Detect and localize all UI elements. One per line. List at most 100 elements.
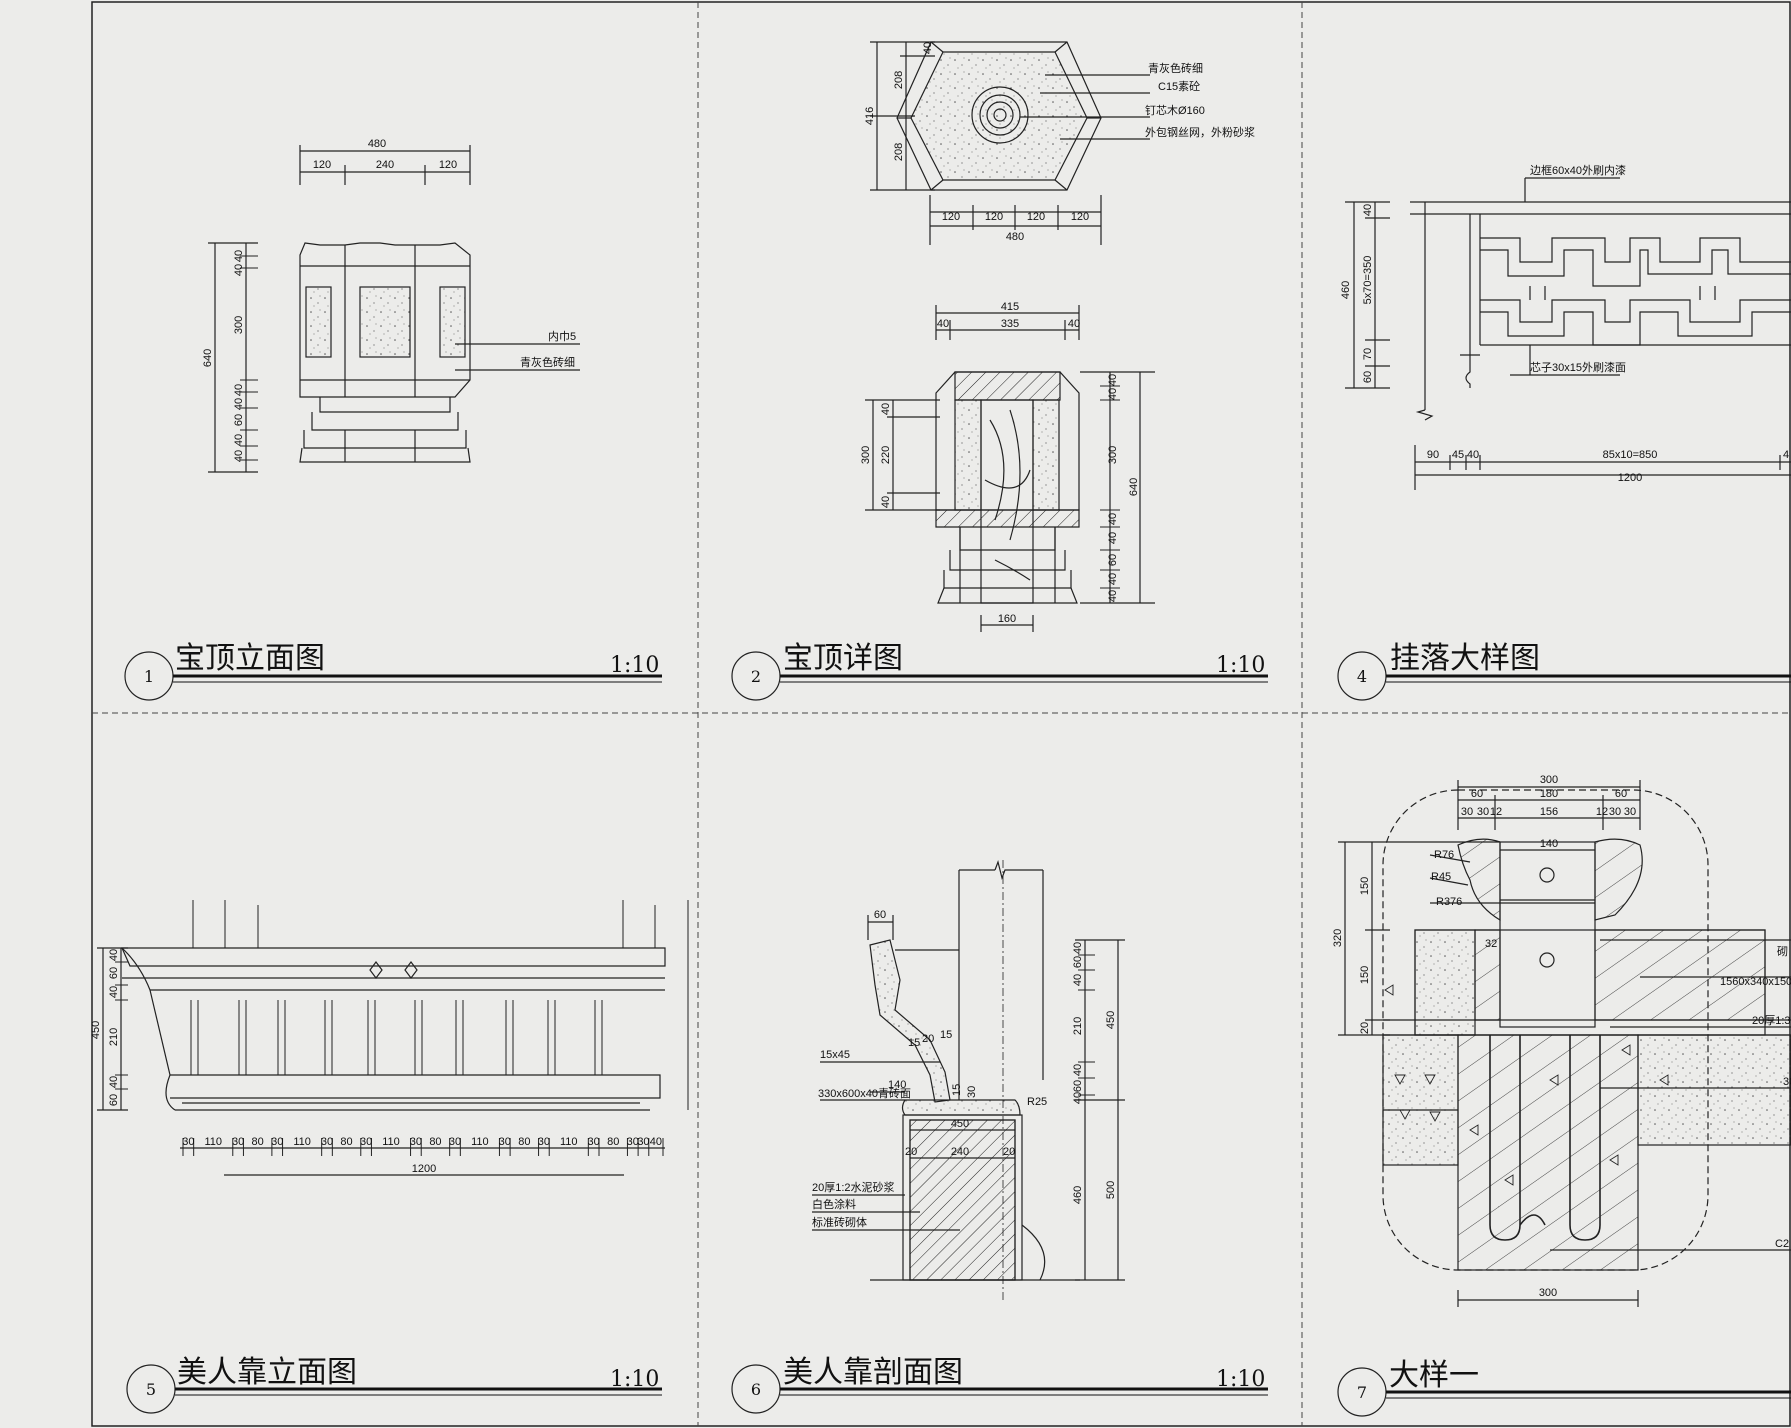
p1-dim: 40 — [233, 450, 245, 462]
panel-title: 挂落大样图 — [1390, 641, 1540, 676]
p6-dim: R25 — [1027, 1096, 1047, 1108]
title-block-1: 1 宝顶立面图 1:10 — [124, 641, 662, 701]
panel-6-drawing — [812, 859, 1125, 1300]
p1-dim: 240 — [376, 159, 394, 171]
p5-dim: 40 — [650, 1136, 662, 1148]
p5-dim: 80 — [518, 1136, 530, 1148]
p2-dim: 416 — [864, 107, 876, 125]
p6-dim: 40 — [1072, 1064, 1084, 1076]
p5-dim: 30 — [182, 1136, 194, 1148]
title-block-2: 2 宝顶详图 1:10 — [731, 641, 1268, 701]
p5-dim: 60 — [108, 1094, 120, 1106]
p5-dim: 30 — [271, 1136, 283, 1148]
p4-dim: 90 — [1427, 449, 1439, 461]
p6-note: 330x600x40青砖面 — [818, 1086, 911, 1100]
p7-dim: 20 — [1359, 1022, 1371, 1034]
p2-dim: 120 — [1027, 211, 1045, 223]
p6-dim: 15 — [908, 1037, 920, 1049]
p6-note: 白色涂料 — [812, 1197, 856, 1211]
panel-6-labels: 60 15x45 15 20 15 140 15 30 R25 450 240 … — [812, 909, 1117, 1229]
p6-dim: 500 — [1105, 1181, 1117, 1199]
p4-note: 边框60x40外刷内漆 — [1530, 163, 1626, 177]
p2-dim: 40 — [1107, 374, 1119, 386]
panel-title: 大样一 — [1389, 1358, 1479, 1393]
p7-dim: 12 — [1490, 806, 1502, 818]
panel-title: 美人靠立面图 — [177, 1355, 357, 1390]
p2-dim: 220 — [880, 446, 892, 464]
p1-dim: 120 — [439, 159, 457, 171]
p7-dim: 60 — [1615, 788, 1627, 800]
p2-dim: 40 — [1107, 590, 1119, 602]
p7-dim: 150 — [1359, 966, 1371, 984]
p4-dim: 460 — [1340, 281, 1352, 299]
p2-dim: 160 — [998, 613, 1016, 625]
p4-dim: 5x70=350 — [1362, 256, 1374, 305]
p7-note: 30 — [1783, 1076, 1791, 1088]
p2-dim: 120 — [942, 211, 960, 223]
p2-dim: 40 — [880, 496, 892, 508]
p4-note: 芯子30x15外刷漆面 — [1530, 360, 1626, 374]
panel-1-drawing — [208, 145, 580, 473]
p7-dim: 300 — [1540, 774, 1558, 786]
p5-dim: 30 — [360, 1136, 372, 1148]
p7-note: 1560x340x150 — [1720, 976, 1791, 988]
p5-dim: 30 — [637, 1136, 649, 1148]
p1-note: 青灰色砖细 — [520, 355, 575, 369]
p2-dim: 300 — [860, 446, 872, 464]
p5-dim: 30 — [449, 1136, 461, 1148]
p7-radius: R376 — [1436, 896, 1462, 908]
p6-dim: 140 — [888, 1079, 906, 1091]
p6-note: 标准砖砌体 — [812, 1215, 867, 1229]
p5-dim: 40 — [108, 1076, 120, 1088]
p6-dim: 60 — [1072, 1080, 1084, 1092]
p7-note: C2 — [1775, 1238, 1789, 1250]
p4-dim: 60 — [1362, 371, 1374, 383]
p5-dim: 30 — [538, 1136, 550, 1148]
panel-number: 4 — [1357, 667, 1367, 686]
p7-dim: 300 — [1539, 1287, 1557, 1299]
panel-5-drawing — [97, 900, 689, 1176]
p7-dim: 30 — [1609, 806, 1621, 818]
p6-dim: 15 — [940, 1029, 952, 1041]
p6-dim: 210 — [1072, 1017, 1084, 1035]
p2-dim: 120 — [985, 211, 1003, 223]
sheet-frame — [91, 1, 1791, 1427]
p2-dim-total: 480 — [1006, 231, 1024, 243]
p2-dim: 40 — [1107, 573, 1119, 585]
p6-dim: 20 — [1003, 1146, 1015, 1158]
p1-dim: 40 — [233, 250, 245, 262]
panel-number: 7 — [1357, 1383, 1367, 1402]
p7-dim: 320 — [1332, 929, 1344, 947]
p7-radius: R45 — [1431, 871, 1451, 883]
p5-dim: 30 — [627, 1136, 639, 1148]
p4-dim: 40 — [1467, 449, 1479, 461]
p7-radius: R76 — [1434, 849, 1454, 861]
panel-5-bottom-ticks — [182, 1138, 664, 1156]
p6-dim: 40 — [1072, 942, 1084, 954]
p7-dim: 150 — [1359, 877, 1371, 895]
p5-dim: 30 — [499, 1136, 511, 1148]
p5-dim: 30 — [410, 1136, 422, 1148]
title-block-5: 5 美人靠立面图 1:10 — [126, 1355, 662, 1414]
panel-number: 2 — [751, 667, 761, 686]
p7-dim: 180 — [1540, 788, 1558, 800]
panel-2-drawing — [865, 41, 1155, 632]
p4-dim: 85x10=850 — [1603, 449, 1658, 461]
p6-dim: 240 — [951, 1146, 969, 1158]
panel-number: 1 — [144, 667, 154, 686]
p2-dim: 415 — [1001, 301, 1019, 313]
p7-dim: 60 — [1471, 788, 1483, 800]
p5-dim: 40 — [108, 986, 120, 998]
p1-dim: 120 — [313, 159, 331, 171]
p6-dim: 15 — [951, 1084, 963, 1096]
p7-dim: 156 — [1540, 806, 1558, 818]
panel-scale: 1:10 — [1216, 653, 1265, 678]
p1-dim-left-total: 640 — [202, 349, 214, 367]
p1-dim: 60 — [233, 414, 245, 426]
p5-dim: 110 — [382, 1136, 400, 1148]
p7-note: 20厚1:3 — [1752, 1014, 1791, 1027]
p2-dim: 208 — [893, 71, 905, 89]
p4-dim-total: 1200 — [1618, 472, 1642, 484]
p5-dim: 110 — [293, 1136, 311, 1148]
p2-dim: 60 — [1107, 554, 1119, 566]
